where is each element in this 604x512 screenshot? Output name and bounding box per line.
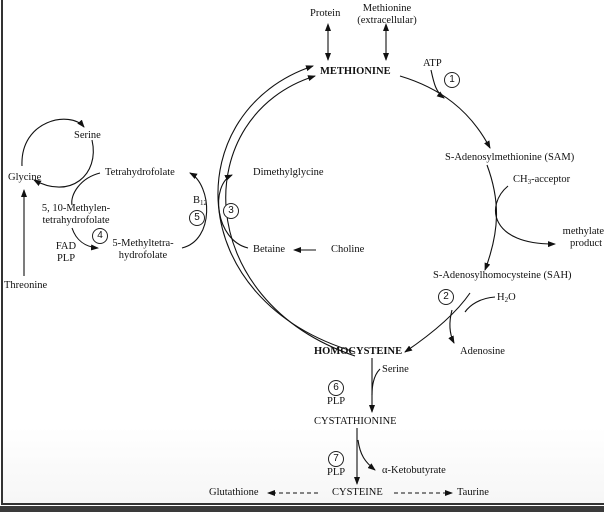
mthfr-arrow (71, 227, 99, 251)
sam-to-sah-arrow (484, 164, 498, 271)
met-to-sam-arrow (399, 75, 491, 149)
enzyme-6-badge: 6 (328, 380, 344, 396)
methylenetetrahydrofolate-label: 5, 10-Methylen- tetrahydrofolate (38, 203, 114, 227)
choline-label: Choline (331, 244, 365, 255)
h2o-subscript: 2 (504, 296, 509, 304)
cysteine-node: CYSTEINE (332, 487, 383, 498)
enzyme-5-badge: 5 (189, 210, 205, 226)
bottom-border (0, 506, 604, 512)
serine-glycine-cycle-bottom (33, 139, 94, 188)
serine-cbs-label: Serine (382, 364, 409, 375)
mthf-line2: hydrofolate (118, 250, 168, 261)
thf-arc (71, 172, 101, 206)
homocysteine-node: HOMOCYSTEINE (314, 346, 403, 357)
enzyme-2-badge: 2 (438, 289, 454, 305)
taurine-label: Taurine (457, 487, 489, 498)
betaine-label: Betaine (253, 244, 286, 255)
methyl-transfer-arrow (494, 185, 556, 248)
sah-node: S-Adenosylhomocysteine (SAH) (433, 270, 572, 281)
protein-label: Protein (310, 8, 341, 19)
glutathione-label: Glutathione (209, 487, 259, 498)
serine-join-arrow (371, 368, 381, 396)
methionine-ext-line1: Methionine (362, 3, 412, 14)
adenosine-arrow (448, 309, 455, 344)
serine-cycle-label: Serine (74, 130, 101, 141)
b12-subscript: 12 (200, 199, 208, 207)
methylen-line1: 5, 10-Methylen- (41, 203, 111, 214)
plp-6-label: PLP (327, 396, 346, 407)
glycine-serine-cycle-top (21, 118, 85, 167)
remethylation-arc-inner (225, 75, 356, 357)
plp-7-label: PLP (327, 467, 346, 478)
enzyme-3-badge: 3 (223, 203, 239, 219)
methyltetrahydrofolate-label: 5-Methyltetra- hydrofolate (106, 238, 180, 262)
methionine-ext-line2: (extracellular) (357, 15, 417, 26)
enzyme-1-badge: 1 (444, 72, 460, 88)
acceptor-text: -acceptor (531, 174, 571, 185)
methylated-line1: methylated (562, 226, 604, 237)
h2o-label: H2O (497, 292, 516, 306)
methylen-line2: tetrahydrofolate (42, 215, 110, 226)
glycine-label: Glycine (8, 172, 42, 183)
sah-to-hcy-arrow (404, 292, 471, 353)
ketobutyrate-label: α-Ketobutyrate (382, 465, 446, 476)
enzyme-4-badge: 4 (92, 228, 108, 244)
cystathionine-node: CYSTATHIONINE (314, 416, 397, 427)
b-text: B (193, 195, 201, 206)
mthf-arc (181, 172, 208, 249)
methylated-product-label: methylated product (556, 226, 604, 250)
adenosine-label: Adenosine (460, 346, 505, 357)
sam-node: S-Adenosylmethionine (SAM) (445, 152, 575, 163)
enzyme-7-badge: 7 (328, 451, 344, 467)
methionine-node: METHIONINE (320, 66, 391, 77)
ch3-text: CH (513, 174, 528, 185)
ketobutyrate-arrow (357, 439, 376, 471)
tetrahydrofolate-label: Tetrahydrofolate (105, 167, 175, 178)
o-text: O (508, 292, 516, 303)
atp-label: ATP (423, 58, 442, 69)
methionine-extracellular-label: Methionine (extracellular) (355, 3, 419, 27)
atp-arrow (430, 69, 445, 99)
mthf-line1: 5-Methyltetra- (112, 238, 174, 249)
methylated-line2: product (569, 238, 603, 249)
h2o-arrow (464, 296, 496, 313)
plp-4-text: PLP (56, 253, 76, 264)
threonine-label: Threonine (4, 280, 48, 291)
dimethylglycine-label: Dimethylglycine (253, 167, 324, 178)
betaine-arc (218, 174, 249, 249)
ch3-subscript: 3 (527, 178, 532, 186)
b12-label: B12 (193, 195, 207, 209)
h-text: H (497, 292, 505, 303)
fad-plp-label: FAD PLP (54, 241, 78, 265)
fad-text: FAD (55, 241, 77, 252)
ch3-acceptor-label: CH3-acceptor (513, 174, 570, 188)
